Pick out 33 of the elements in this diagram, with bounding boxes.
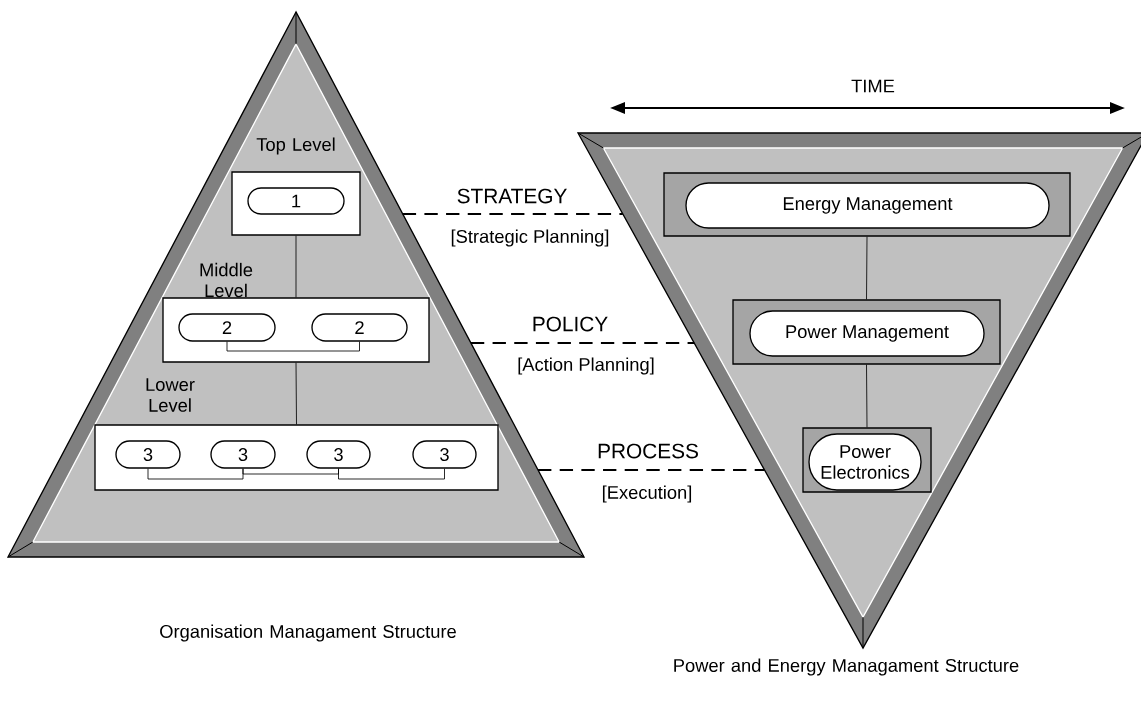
connector-line — [147, 468, 244, 480]
rounded-box: 2 — [311, 313, 408, 342]
rounded-box: Power Management — [749, 310, 985, 357]
caption: Organisation Managament Structure — [160, 624, 456, 642]
rounded-box: 3 — [210, 440, 276, 469]
edge-label: POLICY — [530, 314, 610, 334]
dashed-line — [470, 341, 695, 345]
rounded-box: 3 — [115, 440, 181, 469]
rounded-box: 3 — [412, 440, 477, 469]
rounded-box: 3 — [306, 440, 371, 469]
note-text: [Strategic Planning] — [451, 229, 609, 247]
connector-line — [866, 364, 868, 428]
edge-label: PROCESS — [595, 441, 701, 461]
rounded-box: Power Electronics — [808, 433, 922, 491]
connector-line — [338, 468, 445, 480]
axis-label: TIME — [851, 79, 895, 93]
rounded-box: Energy Management — [685, 182, 1050, 229]
connector-line — [242, 468, 339, 475]
edge-label: STRATEGY — [454, 186, 570, 206]
rounded-box: 1 — [247, 187, 345, 215]
note-text: [Execution] — [602, 485, 692, 503]
connector-line — [295, 235, 297, 298]
level-label: Top Level — [256, 137, 335, 155]
level-label: Lower Level — [146, 378, 195, 412]
caption: Power and Energy Managament Structure — [674, 658, 1019, 676]
rounded-box: 2 — [178, 313, 276, 342]
dashed-line — [538, 468, 765, 472]
connector-line — [295, 362, 297, 425]
dashed-line — [402, 212, 623, 216]
connector-line — [866, 236, 868, 300]
note-text: [Action Planning] — [518, 357, 654, 375]
connector-line — [226, 341, 360, 352]
level-label: Middle Level — [200, 262, 253, 298]
